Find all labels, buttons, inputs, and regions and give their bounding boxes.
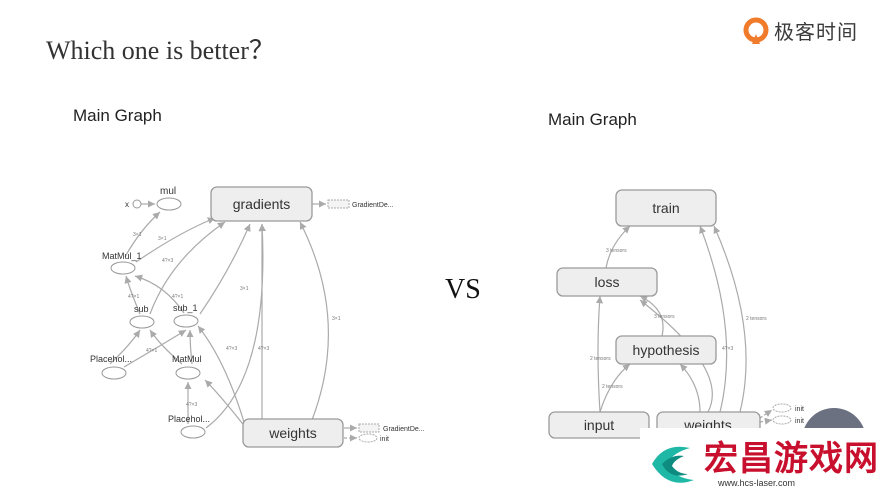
node-weights[interactable] [242,418,344,448]
node-gradient-desc-top[interactable] [327,199,350,209]
edge-sub1-matmul1 [134,274,185,314]
edge-sub1-gradients [199,223,251,315]
node-gradient-desc-top-label: GradientDe... [352,202,394,209]
edge-sub-matmul1 [124,275,141,315]
node-placeholder-b-label: Placehol... [168,414,210,424]
node-sub-1-label: sub_1 [173,303,198,313]
node-matmul-1[interactable] [110,261,136,275]
node-init-b-label: init [795,418,804,425]
node-sub[interactable] [129,315,155,329]
logo: 极客时间 [742,16,858,45]
vs-label: VS [445,274,481,305]
edge-matmul-sub [149,329,183,365]
edge-loss-train [605,225,631,269]
node-loss-label: loss [595,274,620,290]
geek-time-logo-icon [743,17,769,44]
edge-label: 4?×1 [128,294,139,300]
edge-weights-train [699,225,728,413]
node-hypothesis-label: hypothesis [633,342,700,358]
edge-weights-train-2 [713,225,747,413]
edge-matmul1-mul [124,211,161,258]
node-sub-label: sub [134,304,149,314]
edge-weights-init-b [759,417,773,425]
edge-placeholder-b-gradients [205,223,266,429]
node-init-b[interactable] [772,415,792,425]
node-train-label: train [652,200,679,216]
edge-weights-init-a [759,409,773,419]
edge-weights-matmul-2 [197,325,245,423]
edge-matmul1-gradients [135,217,216,263]
edge-label: 4?×1 [172,294,183,300]
node-loss[interactable] [556,267,658,297]
edge-label: 3×1 [158,236,167,242]
edge-label: 4?×3 [226,346,237,352]
edge-label: 2 tensors [746,316,767,322]
node-mul-label: mul [160,186,176,197]
node-weights-label: weights [268,425,316,441]
edge-label: 3 tensors [606,248,627,254]
node-init-a-label: init [795,406,804,413]
node-sub-1[interactable] [173,314,199,328]
watermark-logo-icon [652,446,694,483]
watermark-banner: 宏昌游戏网 www.hcs-laser.com [640,428,889,500]
edge-label: 2 tensors [602,384,623,390]
edge-weights-hypothesis [679,363,701,413]
watermark-url: www.hcs-laser.com [718,478,796,488]
node-gradients-label: gradients [233,196,291,212]
edge-label: 4?×1 [146,348,157,354]
node-x-label: x [125,200,129,209]
slide-title: Which one is better？ [46,36,275,65]
edge-label: 3×1 [240,286,249,292]
node-gradient-desc-bottom-label: GradientDe... [383,426,425,433]
edge-label: 4?×3 [722,346,733,352]
node-placeholder-b[interactable] [180,425,206,439]
node-x[interactable] [132,199,142,209]
edge-label: 3×1 [332,316,341,322]
edge-weights-matmul [204,379,247,429]
node-placeholder-a-label: Placehol... [90,354,132,364]
right-graph-title: Main Graph [548,110,637,129]
edge-label: 3×1 [133,232,142,238]
node-input-label: input [584,417,614,433]
node-train[interactable] [615,189,717,227]
edge-label: 4?×3 [186,402,197,408]
node-matmul-1-label: MatMul_1 [102,251,142,261]
node-input[interactable] [548,411,650,439]
edge-label: 4?×3 [162,258,173,264]
edge-hypothesis-loss [639,295,664,337]
node-matmul-label: MatMul [172,354,202,364]
node-init-label: init [380,436,389,443]
node-init-a[interactable] [772,403,792,413]
watermark-text: 宏昌游戏网 [704,440,879,478]
node-mul[interactable] [156,197,182,211]
edge-label: 2 tensors [590,356,611,362]
left-graph: x mul gradients GradientDe... MatMul_1 s… [90,186,425,448]
edge-input-loss [595,295,604,413]
edge-input-hypothesis [599,363,631,413]
node-gradient-desc-bottom[interactable] [358,423,380,433]
edge-weights-gradients-2 [299,221,329,421]
edge-placeholder-a-sub [109,329,141,365]
node-hypothesis[interactable] [615,335,717,365]
node-placeholder-a[interactable] [101,366,127,380]
logo-text: 极客时间 [774,22,858,44]
node-matmul[interactable] [175,366,201,380]
node-init[interactable] [358,433,378,443]
edge-matmul-sub1 [186,329,194,365]
edge-label: 4?×3 [258,346,269,352]
left-graph-title: Main Graph [73,106,162,125]
edge-label: 3 tensors [654,314,675,320]
node-gradients[interactable] [210,186,313,222]
edge-placeholder-a-sub1 [123,329,187,368]
edge-sub-gradients [149,221,226,315]
